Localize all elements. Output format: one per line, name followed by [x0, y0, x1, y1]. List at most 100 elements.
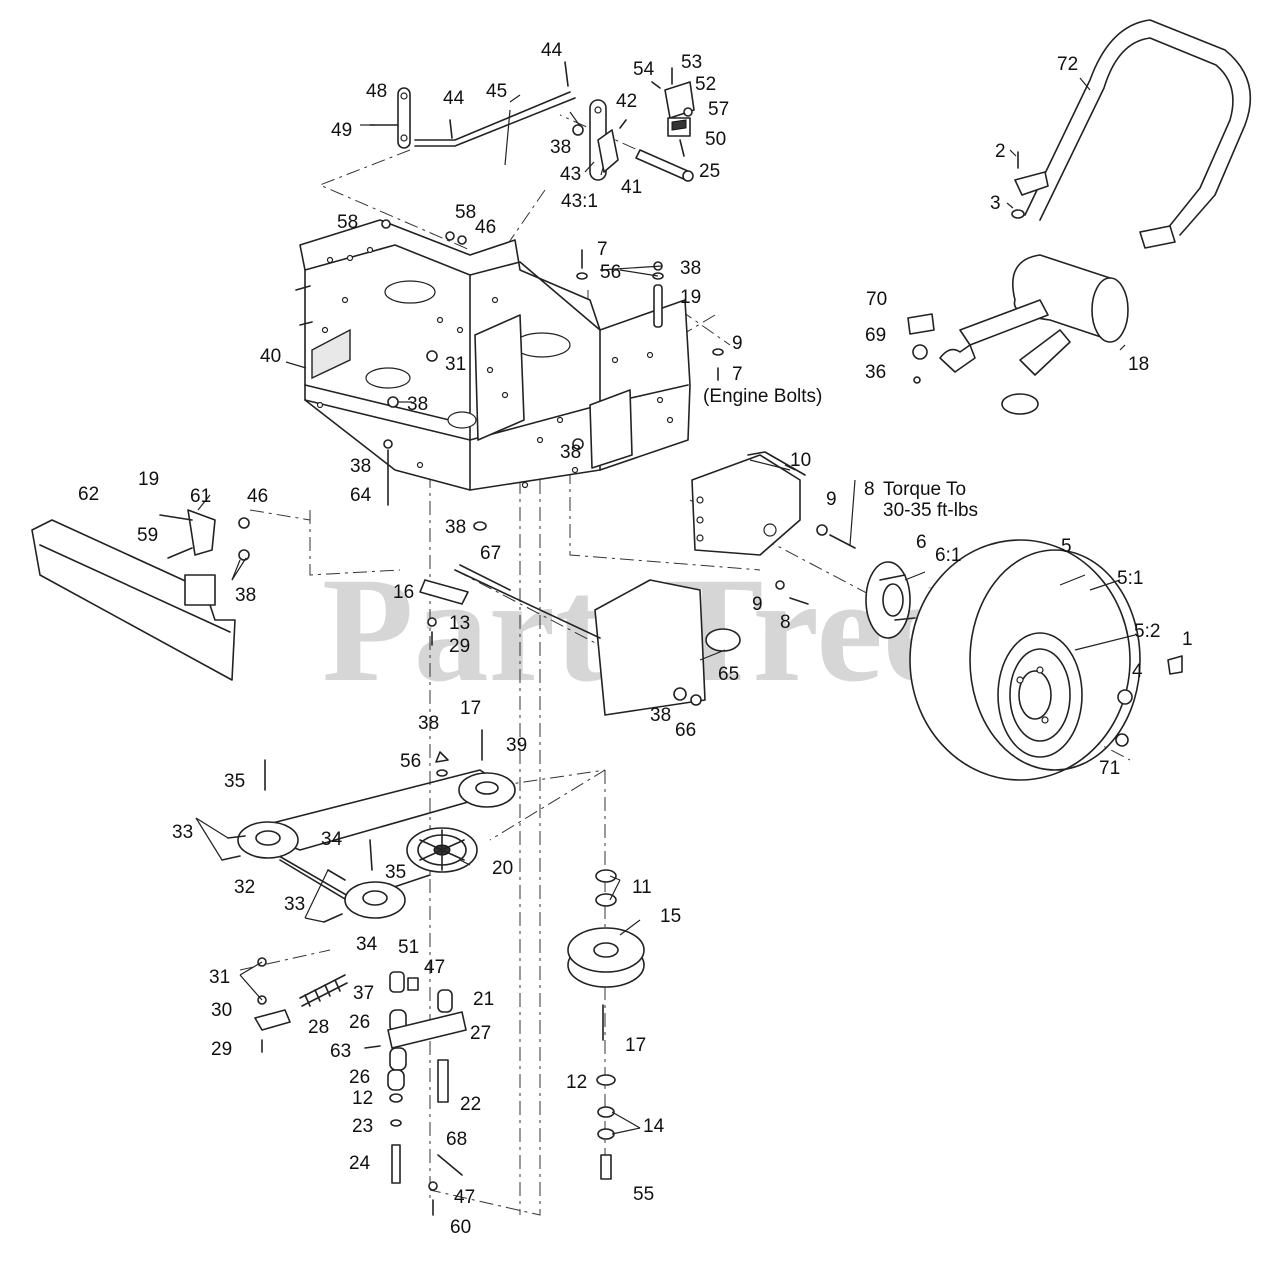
- bellcrank-bracket: [572, 99, 694, 182]
- callout-58: 58: [337, 212, 358, 233]
- callout-1: 1: [1182, 629, 1193, 650]
- control-linkage: [369, 61, 576, 149]
- callout-31: 31: [445, 354, 466, 375]
- callout-26: 26: [349, 1012, 370, 1033]
- drive-wheel: [909, 539, 1183, 781]
- callout-20: 20: [492, 858, 513, 879]
- callout-38: 38: [418, 713, 439, 734]
- callout-23: 23: [352, 1116, 373, 1137]
- roll-bar: [1011, 19, 1252, 249]
- idler-arm-assembly: [254, 957, 467, 1216]
- main-frame: [295, 219, 691, 491]
- wheel-hub: [865, 561, 916, 639]
- callout-3: 3: [990, 193, 1001, 214]
- callout-68: 68: [446, 1129, 467, 1150]
- callout-5: 5: [1061, 536, 1072, 557]
- callout-72: 72: [1057, 54, 1078, 75]
- drive-pulley-stack: [567, 869, 645, 1180]
- callout-38: 38: [560, 442, 581, 463]
- callout-25: 25: [699, 161, 720, 182]
- callout-7: 7: [732, 364, 743, 385]
- callout-13: 13: [449, 613, 470, 634]
- callout-33: 33: [172, 822, 193, 843]
- callout-55: 55: [633, 1184, 654, 1205]
- callout-11: 11: [632, 877, 652, 898]
- callout-17: 17: [460, 698, 481, 719]
- callout-66: 66: [675, 720, 696, 741]
- callout-29: 29: [449, 636, 470, 657]
- torque-note-line2: 30-35 ft-lbs: [883, 500, 978, 521]
- callout-63: 63: [330, 1041, 351, 1062]
- callout-18: 18: [1128, 354, 1149, 375]
- callout-38: 38: [550, 137, 571, 158]
- callout-5-2: 5:2: [1134, 621, 1160, 642]
- callout-9: 9: [732, 333, 743, 354]
- callout-4: 4: [1132, 661, 1143, 682]
- callout-21: 21: [473, 989, 494, 1010]
- callout-14: 14: [643, 1116, 665, 1137]
- callout-labels: 44 53 54 52 48 44 45 42 57 49 38 50 43 2…: [78, 40, 1193, 1238]
- callout-59: 59: [137, 525, 158, 546]
- callout-35: 35: [385, 862, 406, 883]
- callout-38: 38: [650, 705, 671, 726]
- callout-38: 38: [235, 585, 256, 606]
- callout-56: 56: [400, 751, 421, 772]
- callout-60: 60: [450, 1217, 471, 1238]
- belt-drive: [221, 729, 516, 923]
- callout-12: 12: [352, 1088, 373, 1109]
- callout-44: 44: [443, 88, 465, 109]
- callout-58: 58: [455, 202, 476, 223]
- callout-24: 24: [349, 1153, 371, 1174]
- callout-41: 41: [621, 177, 642, 198]
- belt-guard-plate: [594, 579, 741, 716]
- callout-37: 37: [353, 983, 374, 1004]
- callout-9: 9: [752, 594, 763, 615]
- callout-71: 71: [1099, 758, 1120, 779]
- callout-61: 61: [190, 486, 211, 507]
- callout-15: 15: [660, 906, 681, 927]
- callout-7: 7: [597, 239, 608, 260]
- callout-49: 49: [331, 120, 352, 141]
- callout-50: 50: [705, 129, 726, 150]
- callout-10: 10: [790, 450, 811, 471]
- callout-70: 70: [866, 289, 887, 310]
- callout-5-1: 5:1: [1117, 568, 1143, 589]
- callout-6-1: 6:1: [935, 545, 961, 566]
- callout-67: 67: [480, 543, 501, 564]
- callout-6: 6: [916, 532, 927, 553]
- callout-29: 29: [211, 1039, 232, 1060]
- callout-51: 51: [398, 937, 419, 958]
- switch-assembly: [651, 67, 695, 157]
- frame-bolt-holes: [316, 246, 674, 489]
- callout-8: 8: [864, 479, 875, 500]
- callout-8: 8: [780, 612, 791, 633]
- callout-44: 44: [541, 40, 563, 61]
- leader-lines: [195, 77, 1136, 1135]
- callout-40: 40: [260, 346, 281, 367]
- engine-bolts-note: (Engine Bolts): [703, 386, 822, 407]
- callout-57: 57: [708, 99, 729, 120]
- callout-54: 54: [633, 59, 655, 80]
- callout-2: 2: [995, 141, 1006, 162]
- callout-47: 47: [424, 957, 445, 978]
- callout-48: 48: [366, 81, 387, 102]
- callout-16: 16: [393, 582, 414, 603]
- callout-65: 65: [718, 664, 739, 685]
- side-rail: [31, 509, 250, 681]
- callout-38: 38: [680, 258, 701, 279]
- callout-34: 34: [356, 934, 378, 955]
- crossbar-parts: [419, 564, 601, 646]
- callout-31: 31: [209, 967, 230, 988]
- engine-mount-bracket: [691, 451, 856, 605]
- callout-17: 17: [625, 1035, 646, 1056]
- callout-27: 27: [470, 1023, 491, 1044]
- callout-56: 56: [600, 262, 621, 283]
- callout-46: 46: [247, 486, 268, 507]
- callout-45: 45: [486, 81, 507, 102]
- callout-43-1: 43:1: [561, 191, 598, 212]
- torque-note-line1: Torque To: [883, 479, 966, 500]
- callout-38: 38: [445, 517, 466, 538]
- callout-19: 19: [138, 469, 159, 490]
- callout-46: 46: [475, 217, 496, 238]
